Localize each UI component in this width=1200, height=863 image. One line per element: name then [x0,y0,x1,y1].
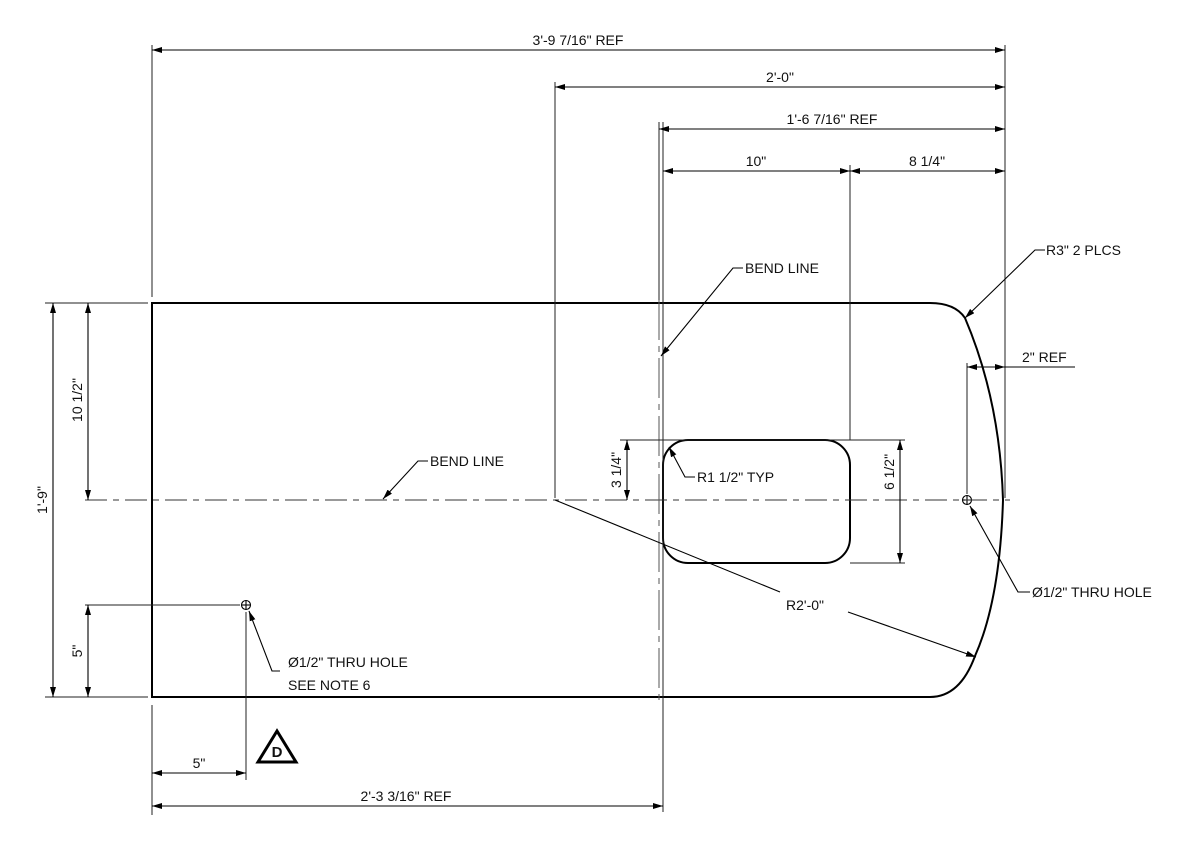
cutout-height-dimension: 6 1/2" [881,454,897,490]
cutout-to-end-dimension: 8 1/4" [909,153,945,169]
corner-radius-callout: R3" 2 PLCS [1046,242,1121,258]
end-hole-offset-dimension: 2" REF [1022,349,1067,365]
second-bend-to-end-dimension: 1'-6 7/16" REF [787,111,878,127]
hole-from-bottom-dimension: 5" [69,645,85,658]
overall-height-dimension: 1'-9" [34,486,50,514]
part-outline [151,302,1005,698]
hole-from-left-dimension: 5" [193,755,206,771]
cutout-radius-callout: R1 1/2" TYP [697,469,774,485]
overall-length-dimension: 3'-9 7/16" REF [533,32,624,48]
left-to-bend-dimension: 2'-3 3/16" REF [361,788,452,804]
cutout-half-height-dimension: 3 1/4" [608,452,624,488]
cutout-width-dimension: 10" [746,153,767,169]
end-arc-radius-callout: R2'-0" [786,597,824,613]
revision-letter: D [272,744,283,761]
bend-to-end-dimension: 2'-0" [766,69,794,85]
end-hole-callout: Ø1/2" THRU HOLE [1032,584,1152,600]
top-to-centerline-dimension: 10 1/2" [69,378,85,422]
part-boundary [151,302,1005,698]
bend-line-horizontal-callout: BEND LINE [430,453,504,469]
leaders [248,249,1045,672]
extension-lines [45,45,1006,815]
corner-hole [240,599,252,611]
corner-hole-note: SEE NOTE 6 [288,677,371,693]
revision-triangle-icon: D [255,728,299,764]
corner-hole-callout: Ø1/2" THRU HOLE [288,654,408,670]
rectangular-cutout [662,439,851,564]
bend-line-vertical-callout: BEND LINE [745,260,819,276]
dimension-lines [50,47,1075,809]
